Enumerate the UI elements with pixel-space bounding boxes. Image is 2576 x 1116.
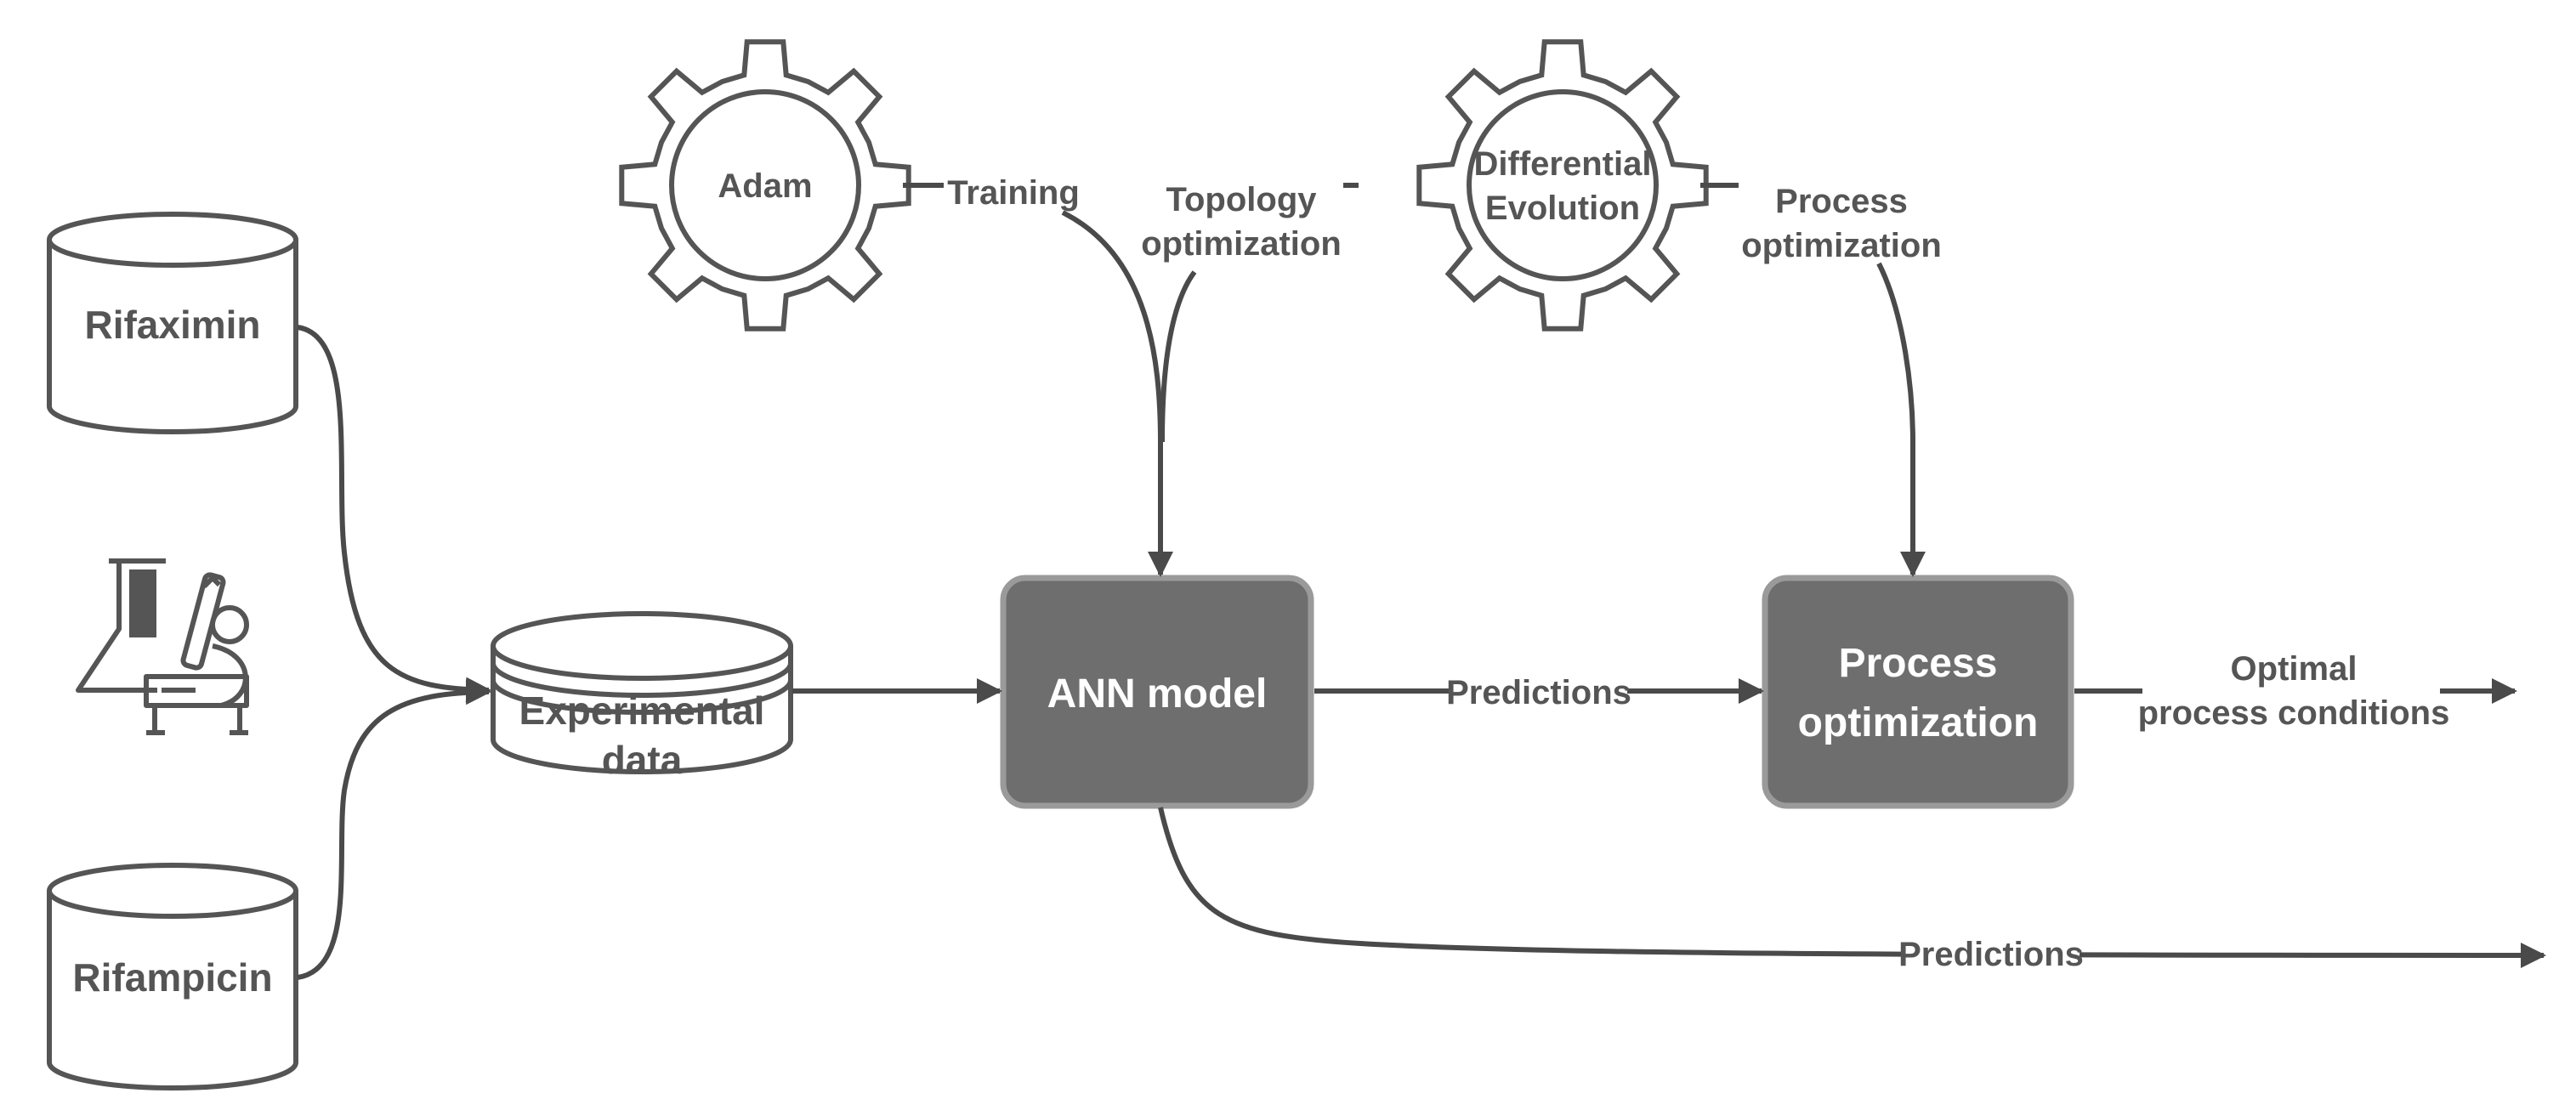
process-optimization-box: [1762, 575, 2074, 809]
optimal-label-line2: process conditions: [2138, 694, 2450, 732]
edge-rifaximin-to-data: [297, 325, 491, 703]
training-label: Training: [947, 174, 1080, 212]
adam-gear-inner-ring: [669, 89, 861, 281]
ann-model-label: ANN model: [1047, 671, 1268, 717]
process-optimization-label-line2: optimization: [1798, 700, 2039, 745]
rifampicin-label: Rifampicin: [72, 955, 272, 1000]
topology-label-line1: Topology: [1166, 181, 1318, 218]
rifaximin-label: Rifaximin: [84, 303, 260, 347]
rifampicin-database-icon: [47, 863, 298, 1091]
edge-topology-to-ann: [1160, 270, 1197, 443]
process-opt-edge-label-line1: Process: [1775, 183, 1908, 220]
rifaximin-database-icon: [47, 212, 298, 434]
edge-process-opt-to-box: [1876, 262, 1926, 577]
lab-flask-microscope-icon: [76, 558, 249, 735]
adam-gear-icon: [619, 39, 911, 331]
experimental-data-label-line1: Experimental: [519, 688, 765, 733]
predictions-mid-label: Predictions: [1446, 674, 1631, 711]
experimental-data-label-line2: data: [602, 738, 683, 782]
process-optimization-label-line1: Process: [1839, 641, 1998, 686]
edge-rifampicin-to-data: [297, 679, 491, 980]
edge-training-to-ann: [1061, 210, 1173, 577]
edge-ann-to-bottom-predictions: [1158, 807, 2546, 968]
de-label-line1: Differential: [1474, 145, 1652, 183]
differential-evolution-gear-icon: [1416, 39, 1709, 331]
predictions-bottom-label: Predictions: [1898, 936, 2084, 973]
adam-label: Adam: [718, 167, 812, 205]
topology-label-line2: optimization: [1141, 225, 1342, 263]
process-opt-edge-label-line2: optimization: [1741, 227, 1942, 264]
optimal-label-line1: Optimal: [2231, 650, 2358, 688]
de-gear-inner-ring: [1467, 89, 1659, 281]
de-label-line2: Evolution: [1485, 190, 1640, 227]
ann-model-box: [1000, 575, 1314, 809]
experimental-data-database-icon: [491, 611, 793, 774]
